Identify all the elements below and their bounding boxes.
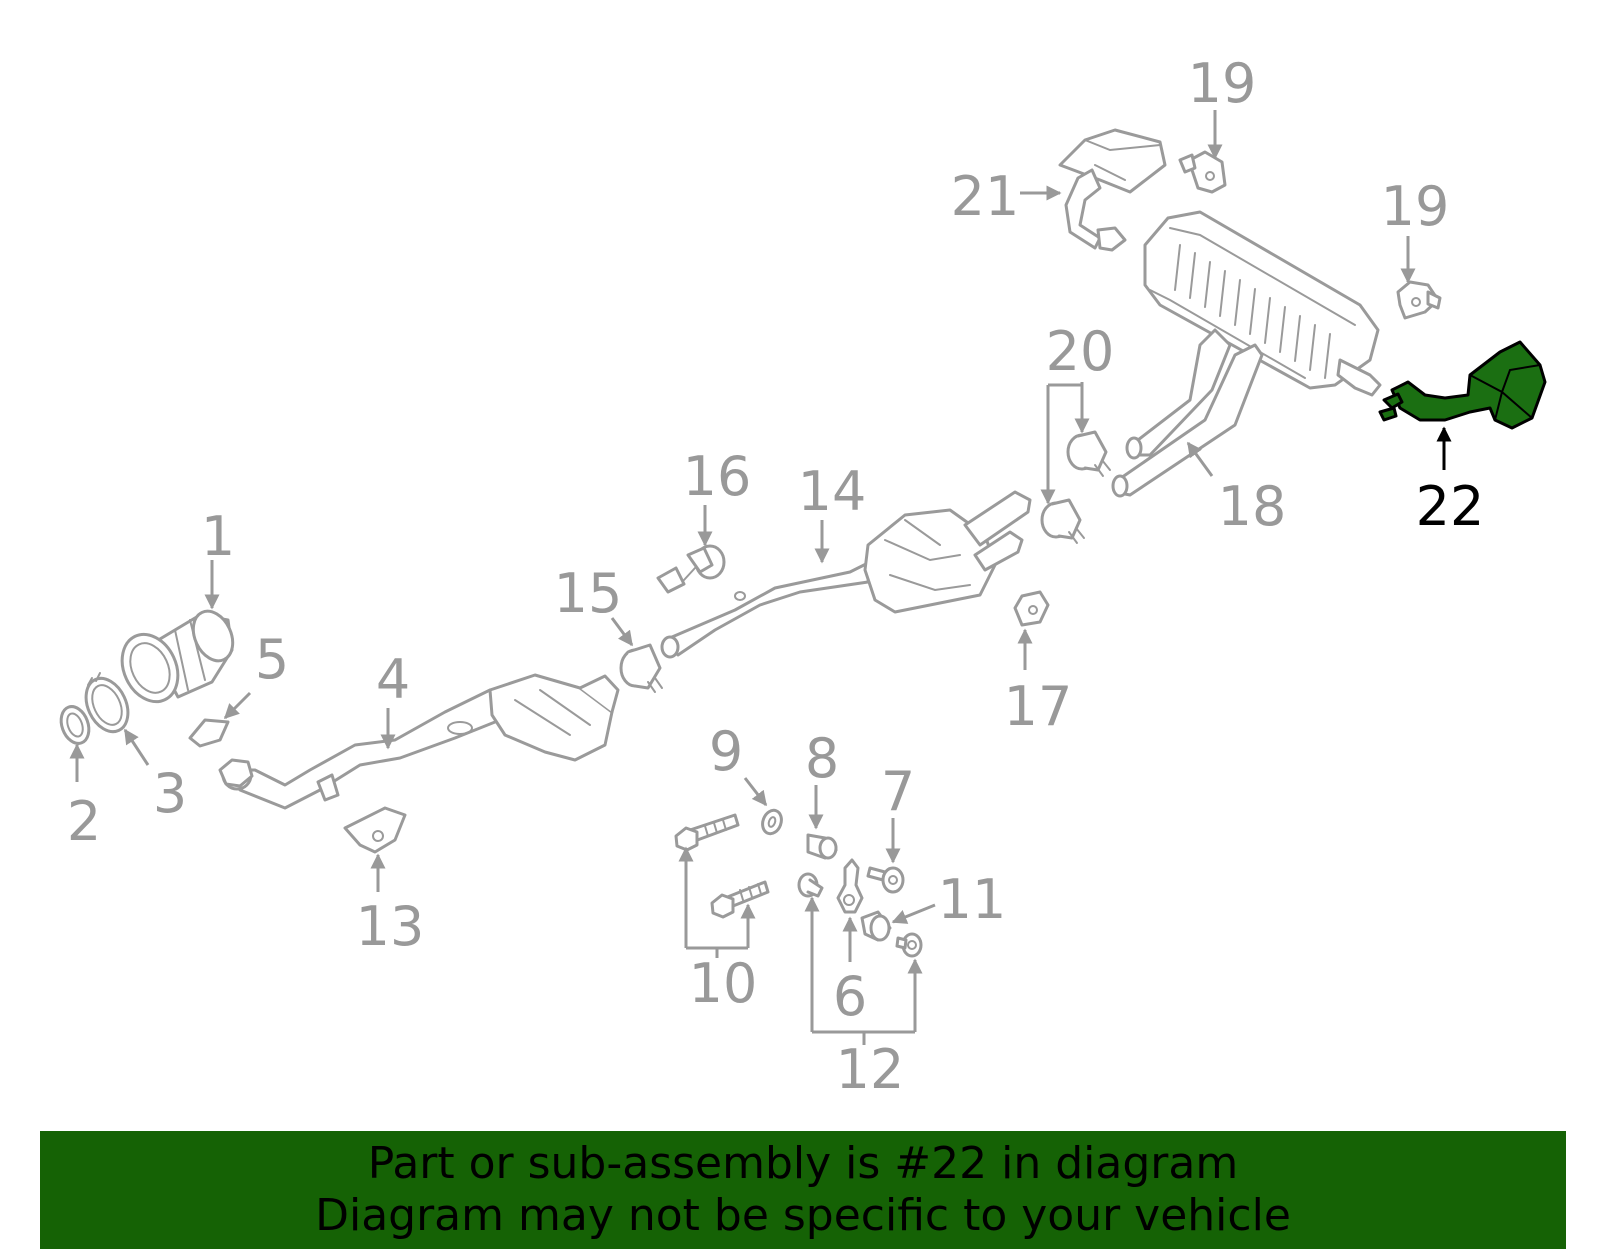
part-10-bolts[interactable] [674, 813, 770, 919]
exhaust-system-diagram: 1 2 3 4 5 6 7 8 9 10 11 12 13 14 15 16 1… [56, 52, 1547, 1101]
part-22-tail-pipe[interactable] [1378, 340, 1547, 430]
callout-8: 8 [805, 727, 839, 790]
callout-12: 12 [836, 1038, 905, 1101]
part-9-washer[interactable] [759, 808, 784, 837]
callout-19-upper: 19 [1188, 52, 1257, 115]
part-19-hanger-lower[interactable] [1396, 280, 1442, 320]
callout-labels: 1 2 3 4 5 6 7 8 9 10 11 12 13 14 15 16 1… [67, 52, 1485, 1101]
part-17-rubber-mount[interactable] [1013, 590, 1050, 627]
part-14-center-muffler[interactable] [660, 490, 1032, 659]
info-banner: Part or sub-assembly is #22 in diagram D… [40, 1131, 1566, 1249]
callout-17: 17 [1004, 675, 1073, 738]
callout-16: 16 [683, 445, 752, 508]
part-13-hanger-bracket[interactable] [343, 806, 407, 854]
callout-9: 9 [709, 720, 743, 783]
part-2-gasket[interactable] [56, 703, 93, 748]
callout-2: 2 [67, 790, 101, 853]
part-5-bracket[interactable] [188, 718, 230, 748]
callout-1: 1 [201, 505, 235, 568]
callout-10: 10 [689, 952, 758, 1015]
callout-6: 6 [833, 965, 867, 1028]
callout-15: 15 [554, 562, 623, 625]
part-12-fasteners[interactable] [797, 872, 923, 958]
part-11-bushing[interactable] [860, 910, 892, 942]
callout-20: 20 [1046, 320, 1115, 383]
part-1-flex-connector[interactable] [112, 605, 241, 711]
banner-line-part: Part or sub-assembly is #22 in diagram [367, 1138, 1239, 1189]
part-7-bolt[interactable] [866, 866, 905, 894]
part-20-clamps[interactable] [1040, 430, 1111, 544]
part-8-bushing[interactable] [806, 833, 838, 860]
callout-11: 11 [938, 868, 1007, 931]
callout-22: 22 [1416, 475, 1485, 538]
callout-19-lower: 19 [1381, 175, 1450, 238]
leader-lines [69, 110, 1452, 1045]
callout-5: 5 [255, 628, 289, 691]
callout-13: 13 [356, 895, 425, 958]
part-6-bracket[interactable] [836, 858, 864, 914]
callout-7: 7 [881, 760, 915, 823]
banner-line-disclaimer: Diagram may not be specific to your vehi… [315, 1190, 1291, 1241]
callout-4: 4 [376, 648, 410, 711]
part-3-clamp[interactable] [78, 672, 136, 739]
callout-18: 18 [1218, 475, 1287, 538]
part-18-rear-muffler[interactable] [1111, 210, 1382, 498]
part-15-clamp[interactable] [619, 643, 663, 693]
part-19-hanger-upper[interactable] [1178, 150, 1227, 194]
part-16-sensor[interactable] [656, 544, 726, 594]
callout-14: 14 [798, 460, 867, 523]
callout-3: 3 [153, 762, 187, 825]
callout-21: 21 [951, 165, 1020, 228]
part-4-front-pipe[interactable] [218, 673, 620, 810]
part-21-exhaust-tip[interactable] [1058, 128, 1167, 252]
